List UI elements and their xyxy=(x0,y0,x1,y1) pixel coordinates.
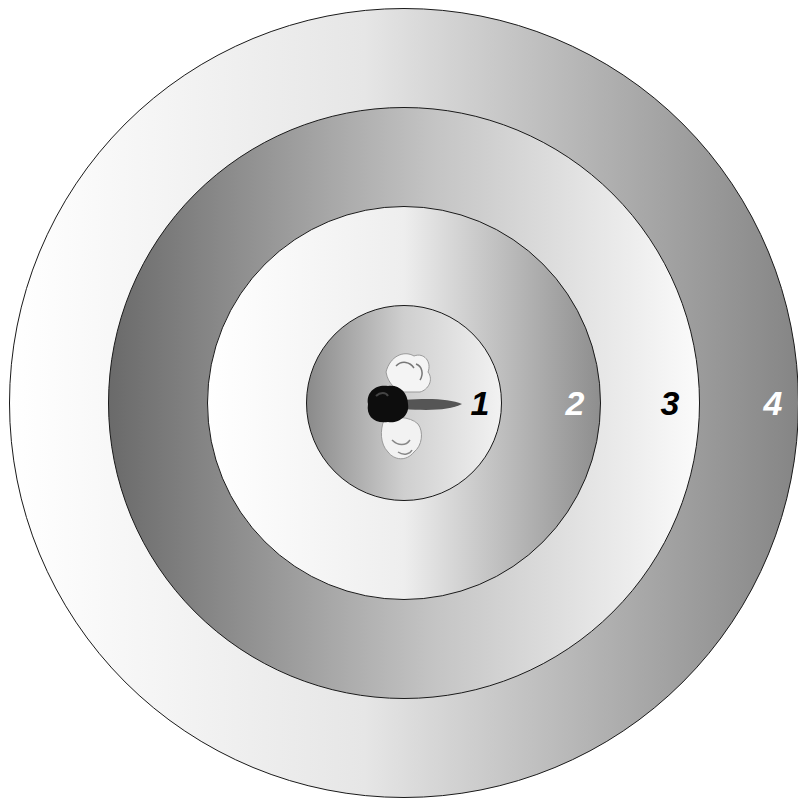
ring-number: 2 xyxy=(566,386,585,420)
ring-disc xyxy=(109,108,700,699)
ring-disc xyxy=(208,207,601,600)
ring-number: 4 xyxy=(764,386,783,420)
bullet-hole-core xyxy=(368,386,409,423)
ring-disc xyxy=(10,9,798,798)
ring-disc xyxy=(307,306,502,501)
ring-number: 1 xyxy=(471,386,490,420)
bullet-streak xyxy=(404,399,462,410)
ring-number: 3 xyxy=(661,386,680,420)
